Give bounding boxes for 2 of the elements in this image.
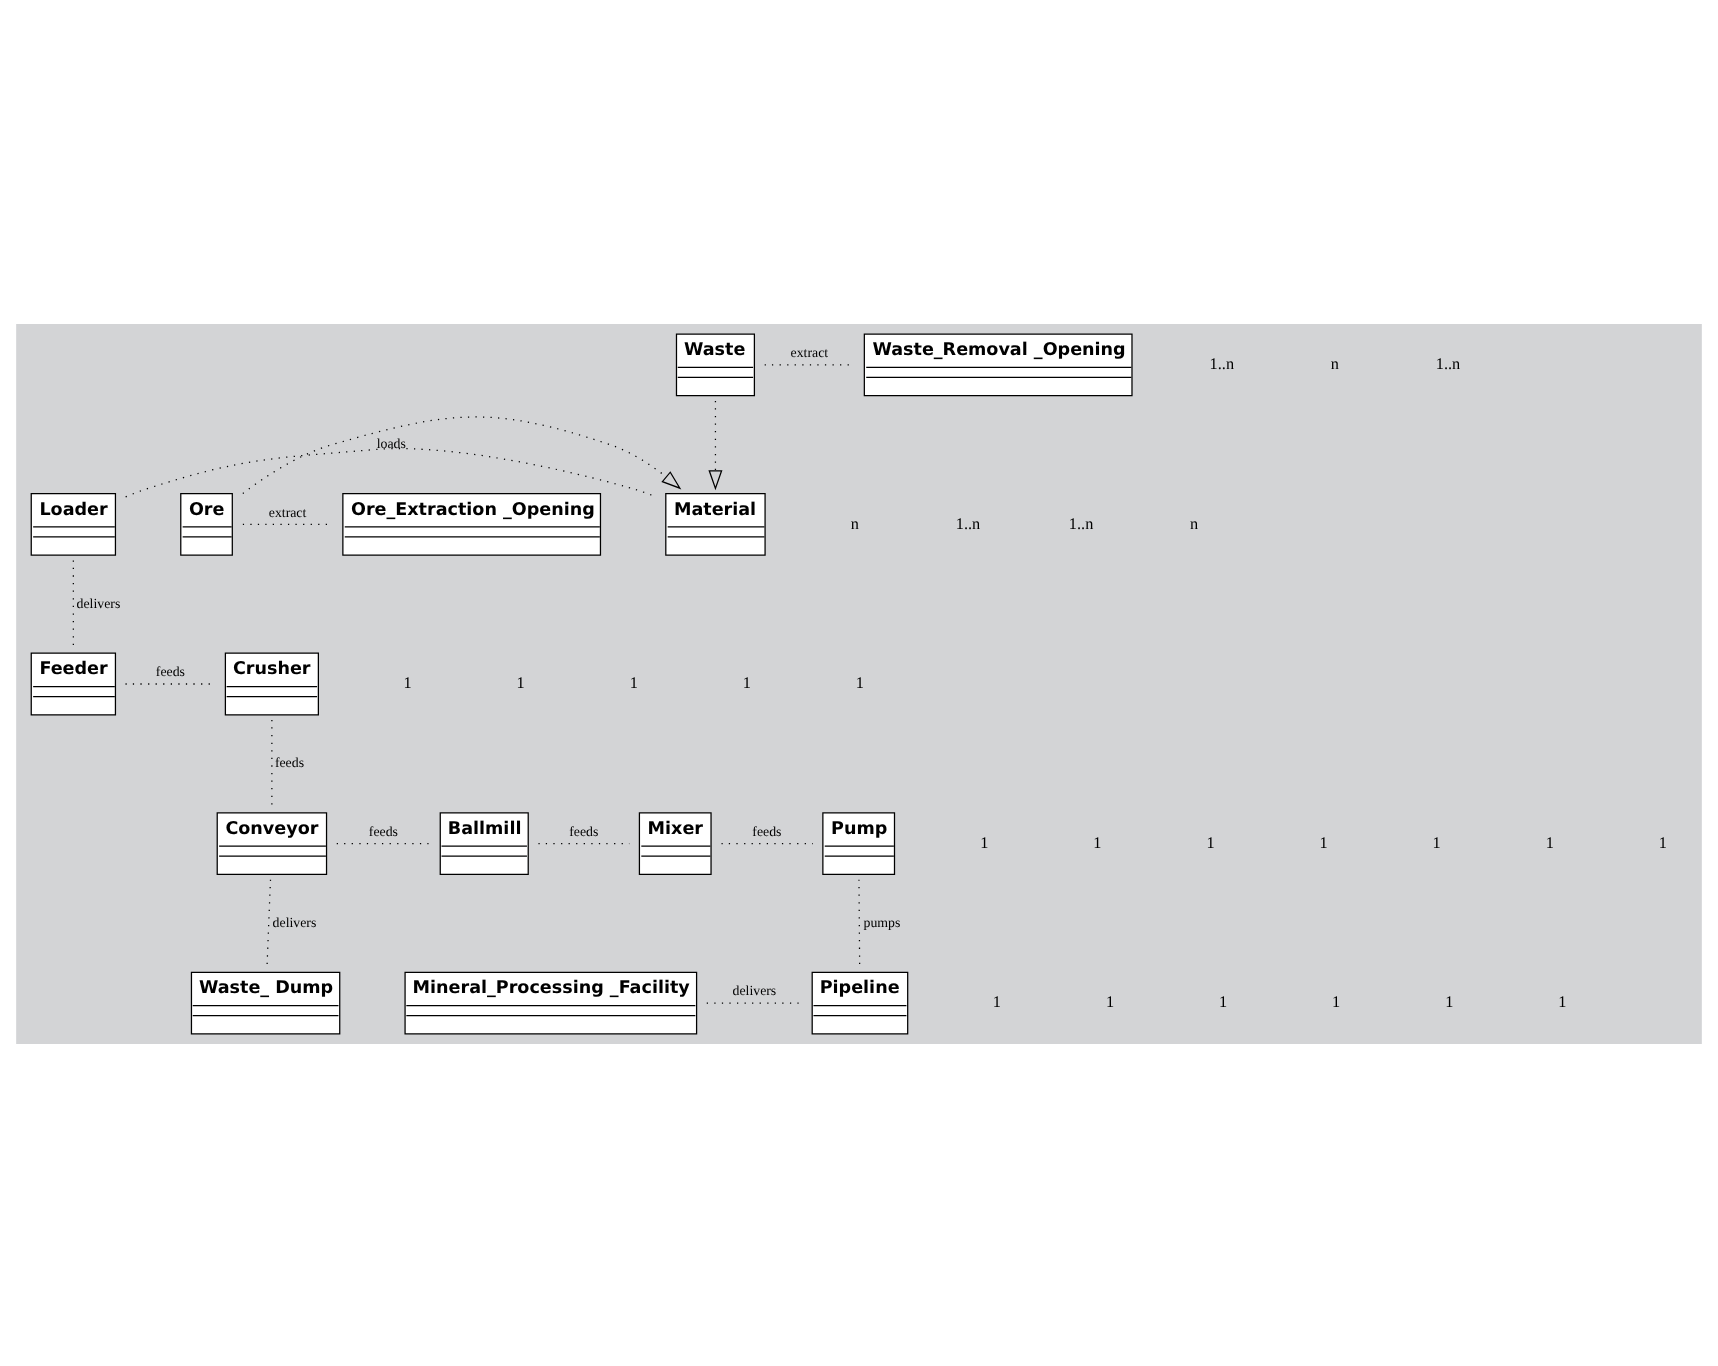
arrow	[242, 415, 682, 494]
arrow	[708, 399, 723, 490]
